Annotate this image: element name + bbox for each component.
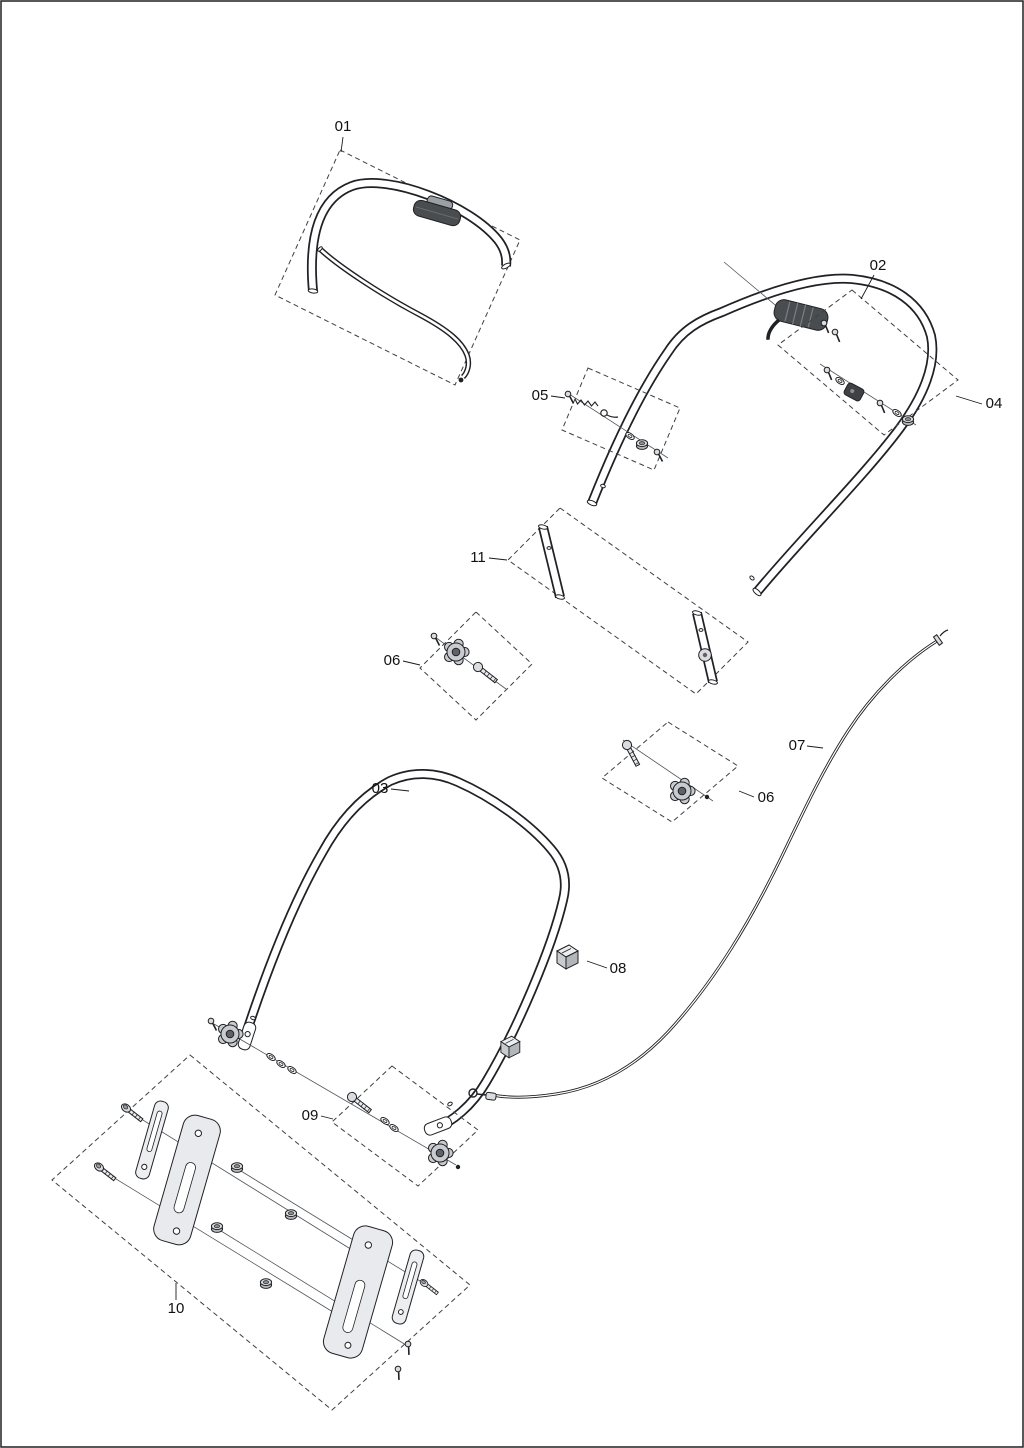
screw — [651, 447, 668, 463]
bracket-strip-left — [135, 1100, 169, 1180]
cable-top-fitting — [932, 634, 944, 646]
screw — [873, 398, 891, 414]
part-11-tube-set-group — [507, 507, 749, 695]
part-03-lower-handle-group — [237, 769, 570, 1136]
bracket-strip-right — [391, 1249, 425, 1325]
cable-clip — [556, 944, 579, 970]
screw — [562, 389, 579, 405]
nut — [635, 439, 649, 450]
brake-lever-assembly — [766, 299, 829, 340]
cable-end-ring — [468, 1088, 478, 1098]
part-04-dashed-box — [777, 289, 959, 436]
leader-05 — [550, 395, 566, 399]
rod-end-ball — [458, 377, 464, 383]
part-05-spring-kit-group — [561, 367, 681, 471]
part-06b-knob-kit-group — [601, 721, 739, 823]
cable-eyelet — [600, 409, 608, 417]
part-10-bracket-kit-group — [51, 1054, 471, 1411]
leader-03 — [390, 788, 410, 792]
leader-11 — [488, 557, 508, 561]
callout-06b-label: 06 — [758, 789, 775, 806]
nut — [259, 1278, 273, 1289]
left-knob-hardware-group — [205, 1016, 457, 1166]
callout-04-label: 04 — [986, 395, 1003, 412]
callout-06a-label: 06 — [384, 652, 401, 669]
callout-03-label: 03 — [372, 780, 389, 797]
part-09-knob-kit-group — [331, 1065, 479, 1187]
screw-dot — [455, 1164, 461, 1170]
part-08-cable-clip-group — [500, 944, 579, 1059]
callout-10-label: 10 — [168, 1300, 185, 1317]
washer — [834, 375, 846, 387]
lever-screw — [828, 327, 846, 343]
cable-tail — [606, 414, 619, 418]
washer — [286, 1064, 298, 1076]
leader-06b — [738, 790, 755, 798]
callout-02-label: 02 — [870, 257, 887, 274]
washer — [624, 430, 636, 442]
cable-clip — [500, 1035, 521, 1059]
carriage-bolt — [620, 738, 643, 768]
screw-dot — [704, 794, 710, 800]
callout-05-label: 05 — [532, 387, 549, 404]
star-knob — [444, 638, 470, 666]
leader-01 — [340, 136, 344, 153]
hex-bolt — [92, 1160, 118, 1183]
leader-07 — [806, 745, 824, 749]
nut — [284, 1209, 298, 1220]
leader-02 — [860, 274, 875, 300]
star-knob — [428, 1139, 454, 1167]
part-11-dashed-box — [507, 507, 749, 695]
part-06a-knob-kit-group — [419, 611, 533, 721]
part-01-dashed-box — [274, 149, 521, 386]
washer — [379, 1115, 391, 1127]
washer — [275, 1058, 287, 1070]
bracket-plate-right — [322, 1225, 394, 1359]
callout-07-label: 07 — [789, 737, 806, 754]
handle-end-plate — [423, 1116, 453, 1136]
leader-04 — [955, 395, 983, 405]
callout-08-label: 08 — [610, 960, 627, 977]
leader-09 — [320, 1115, 334, 1120]
callout-01-label: 01 — [335, 118, 352, 135]
callout-11-label: 11 — [470, 549, 486, 566]
part-10-dashed-box — [51, 1054, 471, 1411]
part-09-dashed-box — [331, 1065, 479, 1187]
screw — [401, 1339, 417, 1356]
nut — [230, 1162, 244, 1173]
cable-clamp — [843, 382, 865, 402]
bracket-plate-left — [153, 1114, 221, 1246]
part-06a-dashed-box — [419, 611, 533, 721]
nut — [901, 415, 915, 426]
hex-bolt — [119, 1101, 145, 1124]
leader-08 — [586, 960, 608, 969]
part-07-cable-group — [468, 629, 949, 1101]
washer — [265, 1051, 277, 1063]
part-06b-dashed-box — [601, 721, 739, 823]
callouts: 01 02 03 04 05 06 06 07 08 09 10 11 — [168, 118, 1003, 1317]
part-02-upper-handlebar-group — [586, 261, 938, 597]
hex-bolt — [418, 1277, 440, 1297]
screw — [391, 1364, 407, 1381]
spring — [574, 398, 599, 407]
handle-grip-clamp — [412, 195, 462, 227]
part-04-fastener-kit-group — [777, 289, 959, 436]
nut — [210, 1222, 224, 1233]
part-01-upper-handle-group — [274, 149, 521, 386]
leader-06a — [402, 660, 421, 666]
washer — [891, 407, 903, 419]
callout-09-label: 09 — [302, 1107, 319, 1124]
cable-end-barrel — [485, 1091, 497, 1101]
star-knob — [670, 777, 696, 805]
carriage-bolt — [471, 660, 500, 686]
part-05-dashed-box — [561, 367, 681, 471]
washer — [388, 1122, 400, 1134]
